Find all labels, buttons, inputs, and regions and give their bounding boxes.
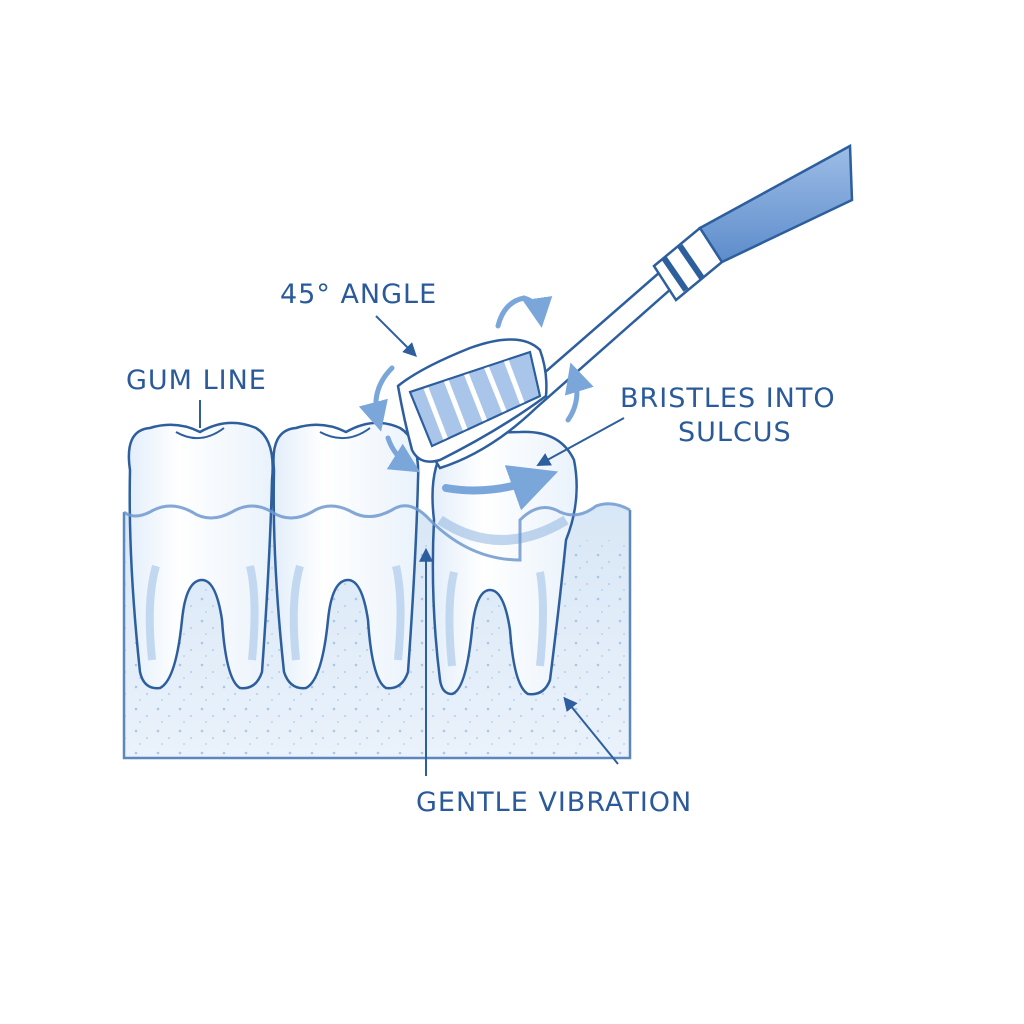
pointer-angle	[375, 315, 417, 357]
label-angle: 45° ANGLE	[280, 279, 438, 310]
label-gentle-vibration: GENTLE VIBRATION	[416, 787, 693, 818]
motion-arrow-left	[358, 365, 395, 432]
pointer-vibration-right	[563, 696, 619, 765]
label-bristles-line2: SULCUS	[678, 417, 792, 448]
motion-arrows	[358, 295, 594, 511]
label-bristles-into-sulcus: BRISTLES INTO SULCUS	[620, 382, 836, 450]
motion-arrow-sweep	[442, 465, 559, 511]
toothbrush-head	[396, 338, 548, 463]
tooth-1	[127, 421, 274, 690]
motion-arrow-left-lower	[385, 435, 421, 473]
bristles	[408, 350, 542, 448]
gum-line	[123, 502, 631, 562]
label-bristles-line1: BRISTLES INTO	[620, 383, 836, 414]
tooth-2	[272, 421, 420, 690]
toothbrush-handle	[698, 143, 854, 264]
toothbrush	[396, 143, 854, 470]
pointer-bristles	[536, 417, 625, 467]
pointer-lines	[199, 315, 625, 776]
motion-arrow-top	[495, 295, 553, 329]
label-gum-line: GUM LINE	[126, 365, 267, 396]
motion-arrow-right	[564, 362, 594, 423]
